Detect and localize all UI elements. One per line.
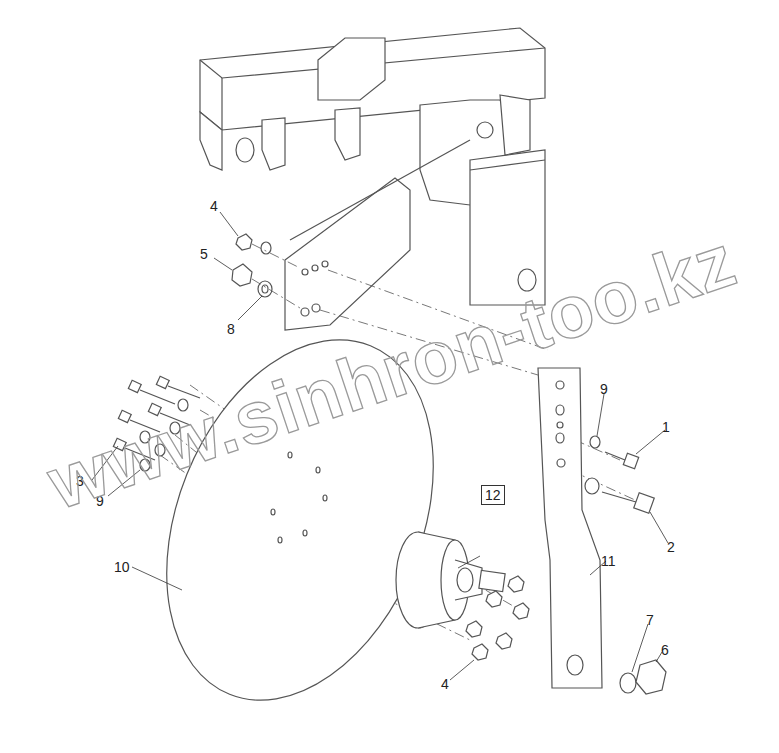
callout-number: 11 — [601, 554, 616, 568]
callout-number: 4 — [441, 677, 449, 691]
callout-number: 2 — [667, 540, 675, 554]
callout-number: 5 — [200, 247, 208, 261]
callout-number: 10 — [114, 560, 130, 574]
callout-number: 1 — [662, 420, 670, 434]
callout-number: 9 — [600, 382, 608, 396]
callout-number: 7 — [646, 613, 654, 627]
callout-number: 6 — [661, 643, 669, 657]
callout-number: 4 — [210, 199, 218, 213]
callout-box: 12 — [481, 485, 505, 505]
callout-number: 12 — [485, 488, 501, 502]
callout-number: 8 — [227, 322, 235, 336]
